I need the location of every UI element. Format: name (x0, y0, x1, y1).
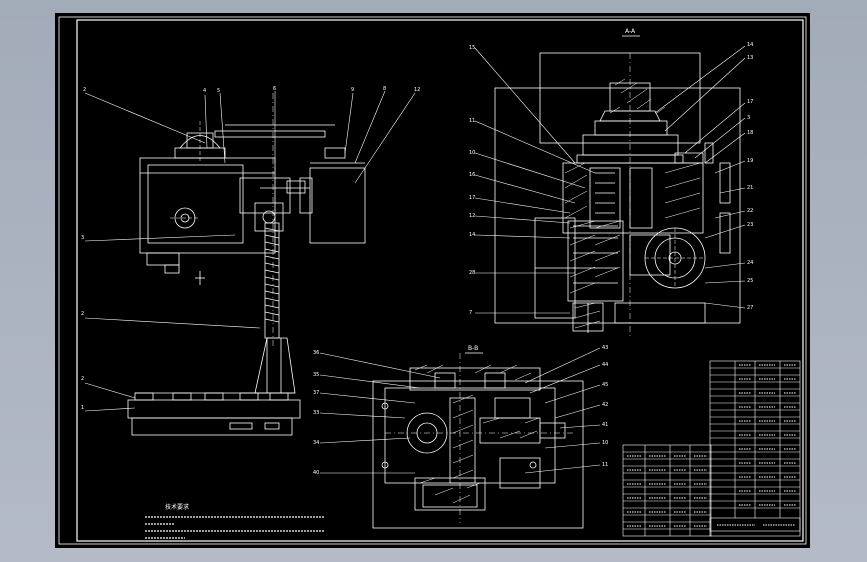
base-foot (131, 417, 293, 436)
svg-text:1: 1 (81, 405, 84, 411)
svg-text:3: 3 (81, 235, 84, 241)
bottom-flange (414, 477, 486, 511)
outer-border (58, 16, 807, 545)
main-view-left: 2 4 5 6 9 8 12 3 2 2 1 (81, 86, 420, 436)
section-view-a: A-A (469, 28, 753, 338)
pulley-housing (582, 134, 679, 156)
svg-text:37: 37 (313, 390, 319, 396)
upper-guard (539, 52, 701, 144)
section-label-bottom: B-B (468, 345, 478, 352)
svg-text:2: 2 (81, 376, 84, 382)
base-plate (127, 399, 301, 419)
lead-screw (264, 222, 280, 339)
svg-text:17: 17 (469, 195, 475, 201)
svg-text:10: 10 (469, 150, 475, 156)
svg-text:14: 14 (747, 42, 753, 48)
table-rows-lower (623, 451, 711, 530)
svg-text:44: 44 (602, 362, 608, 368)
svg-text:12: 12 (469, 213, 475, 219)
svg-text:22: 22 (747, 208, 753, 214)
svg-text:5: 5 (217, 88, 220, 94)
svg-text:6: 6 (273, 86, 276, 92)
worm-shaft (479, 417, 541, 444)
svg-text:41: 41 (602, 422, 608, 428)
svg-text:25: 25 (747, 278, 753, 284)
section-hatching (564, 78, 701, 329)
svg-text:21: 21 (747, 185, 753, 191)
tech-requirements-title: 技术要求 (165, 503, 189, 511)
side-motor (309, 167, 366, 244)
svg-text:19: 19 (747, 158, 753, 164)
svg-text:43: 43 (602, 345, 608, 351)
svg-text:7: 7 (469, 310, 472, 316)
spindle-sleeve (629, 167, 653, 229)
svg-text:3: 3 (747, 115, 750, 121)
svg-text:28: 28 (469, 270, 475, 276)
svg-text:18: 18 (747, 130, 753, 136)
svg-text:4: 4 (203, 88, 206, 94)
svg-text:9: 9 (351, 87, 354, 93)
svg-text:2: 2 (83, 87, 86, 93)
gearbox-outline (372, 380, 584, 529)
svg-text:34: 34 (313, 440, 319, 446)
svg-text:24: 24 (747, 260, 753, 266)
svg-text:16: 16 (469, 172, 475, 178)
tech-requirements-text (145, 516, 325, 539)
svg-text:40: 40 (313, 470, 319, 476)
svg-text:27: 27 (747, 305, 753, 311)
svg-text:10: 10 (602, 440, 608, 446)
svg-text:11: 11 (469, 118, 475, 124)
svg-text:23: 23 (747, 222, 753, 228)
svg-text:45: 45 (602, 382, 608, 388)
svg-text:2: 2 (81, 311, 84, 317)
svg-text:15: 15 (469, 45, 475, 51)
inner-border (76, 19, 804, 542)
svg-text:13: 13 (747, 55, 753, 61)
svg-text:14: 14 (469, 232, 475, 238)
gear-housing (562, 162, 704, 234)
column-lower (254, 337, 296, 394)
section-label-top: A-A (625, 28, 636, 35)
table-rows-upper (710, 367, 800, 509)
gearbox-hatching (414, 364, 540, 504)
svg-text:12: 12 (414, 87, 420, 93)
svg-text:33: 33 (313, 410, 319, 416)
top-cover (409, 367, 541, 391)
technical-requirements: 技术要求 (145, 503, 325, 539)
quill-section (567, 220, 624, 302)
svg-text:17: 17 (747, 99, 753, 105)
parts-list-table (622, 360, 801, 537)
svg-text:42: 42 (602, 402, 608, 408)
table-cell-text (627, 364, 796, 527)
svg-text:11: 11 (602, 462, 608, 468)
svg-text:36: 36 (313, 350, 319, 356)
svg-text:8: 8 (383, 86, 386, 92)
svg-text:35: 35 (313, 372, 319, 378)
